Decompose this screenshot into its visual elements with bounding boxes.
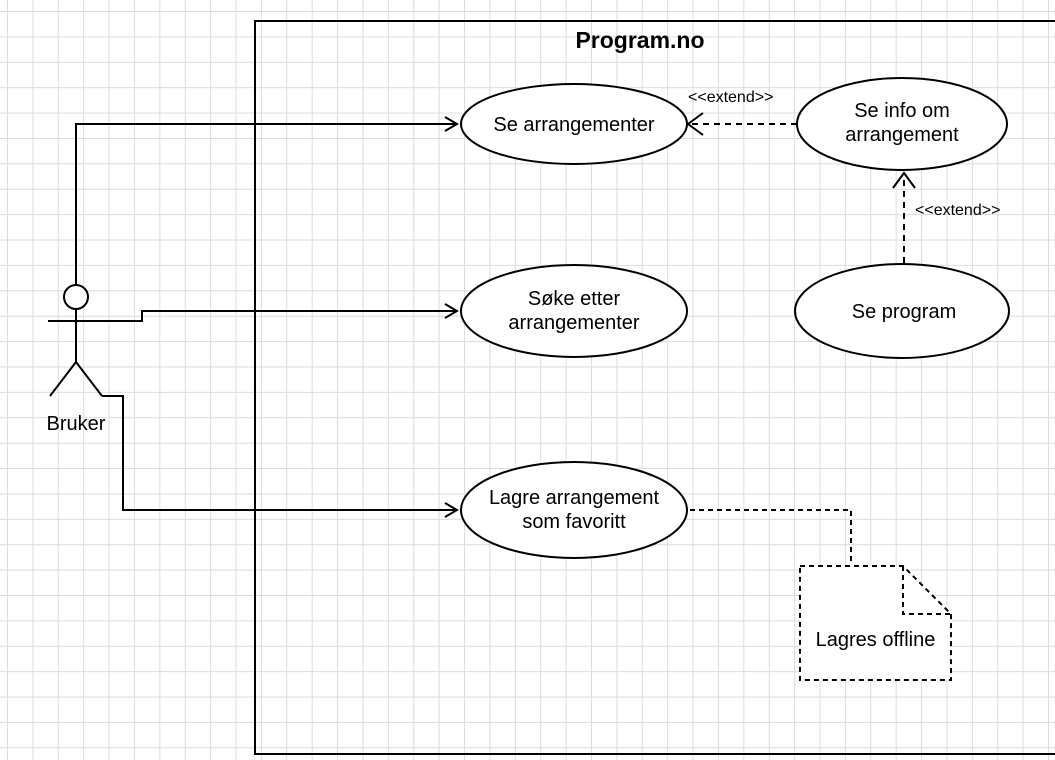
- association-lagre-favoritt[interactable]: [102, 395, 457, 511]
- association-se-arrangementer[interactable]: [75, 123, 457, 285]
- system-boundary: [254, 20, 1055, 755]
- association-sok-arrangementer[interactable]: [104, 310, 457, 322]
- use-case-lagre-favoritt[interactable]: [460, 461, 688, 559]
- arrowhead: [686, 112, 704, 136]
- system-title: Program.no: [575, 27, 705, 53]
- use-case-sok-arrangementer[interactable]: [460, 264, 688, 358]
- use-case-label-se-program: Se program: [851, 301, 957, 323]
- extend-label-program: <<extend>>: [915, 202, 1001, 219]
- use-case-se-program[interactable]: [794, 263, 1010, 359]
- arrowhead: [444, 116, 459, 132]
- arrowhead: [444, 303, 459, 319]
- note-shape[interactable]: [799, 565, 952, 681]
- use-case-label-se-arrangementer: Se arrangementer: [493, 114, 655, 136]
- arrowhead: [444, 502, 459, 518]
- note-label: Lagres offline: [815, 629, 936, 651]
- arrowhead: [892, 171, 916, 189]
- actor-label: Bruker: [46, 413, 106, 435]
- use-case-label-se-info: Se info om arrangement: [845, 100, 959, 146]
- extend-label-info: <<extend>>: [688, 89, 774, 106]
- use-case-label-sok-arrangementer: Søke etter arrangementer: [508, 288, 640, 334]
- actor-figure: [48, 284, 104, 397]
- use-case-label-lagre-favoritt: Lagre arrangement som favoritt: [488, 487, 660, 533]
- note-connector: [690, 509, 852, 565]
